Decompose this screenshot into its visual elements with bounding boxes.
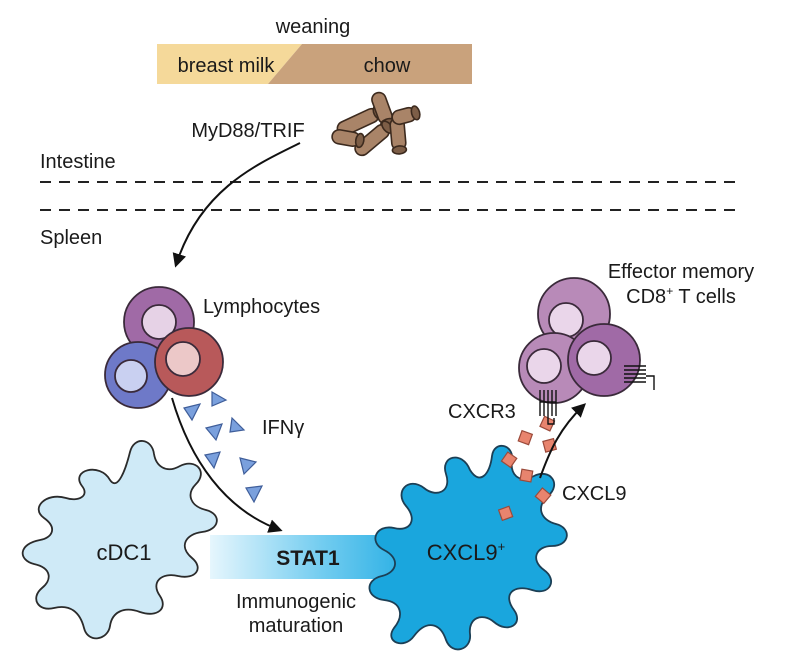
cd8-t-cells-label: CD8+ T cells [626,284,736,308]
cxcl9-positive-label: CXCL9+ [427,539,506,565]
chow-pellets-icon [331,91,421,157]
cxcl9-label: CXCL9 [562,483,626,505]
signal-arrow [172,142,301,268]
lymphocytes-label: Lymphocytes [203,296,320,318]
effector-t-cells [518,277,641,404]
breast-milk-label: breast milk [178,55,276,77]
spleen-label: Spleen [40,227,102,249]
cdc1-cell [21,440,218,640]
breast-milk-segment [157,44,302,84]
ifn-gamma-label: IFNγ [262,417,304,439]
chemotaxis-arrow [539,403,587,479]
weaning-label: weaning [275,16,351,38]
stat1-label: STAT1 [276,547,340,570]
effector-memory-label: Effector memory [608,261,754,283]
chow-segment [268,44,472,84]
myd88-trif-label: MyD88/TRIF [191,120,304,142]
mature-dc-cell [368,445,568,651]
chow-label: chow [364,55,411,77]
cxcr3-receptor-icon [539,390,557,425]
cdc1-label: cDC1 [96,540,151,565]
cxcr3-receptor-right-icon [624,365,655,390]
lymphocytes-cluster [104,286,224,409]
stat1-arrow [210,535,410,579]
ifn-signal-arrow [171,397,283,533]
maturation-label: maturation [249,615,344,637]
ifn-gamma-triangles [183,390,264,504]
intestine-label: Intestine [40,151,116,173]
cxcr3-label: CXCR3 [448,401,516,423]
immunogenic-label: Immunogenic [236,591,356,613]
weaning-bar [157,44,472,84]
